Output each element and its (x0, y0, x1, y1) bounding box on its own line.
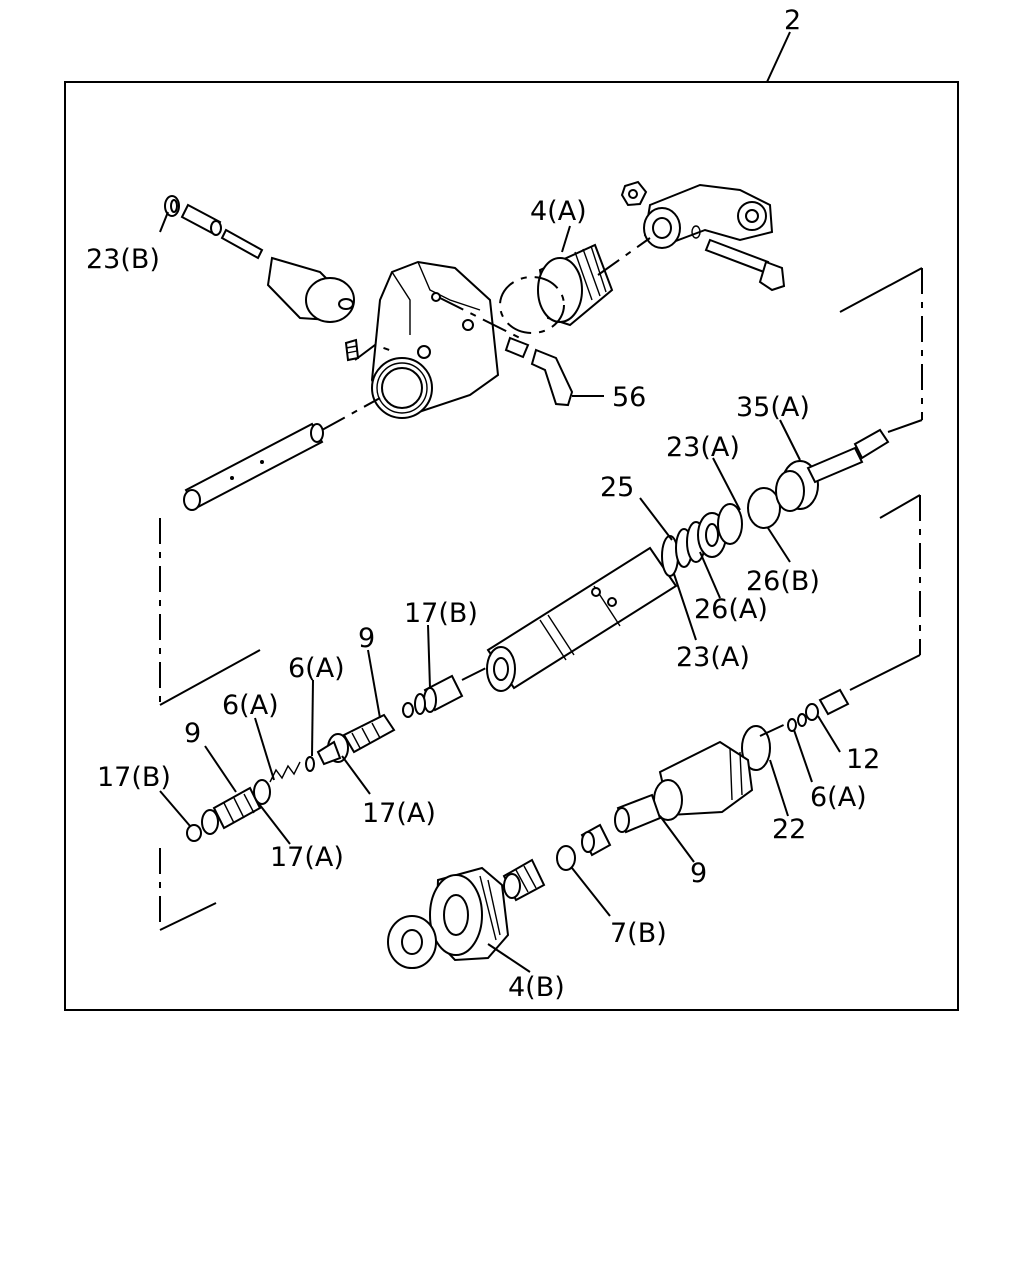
rod-centerline (321, 397, 381, 431)
label-17b-left: 17(B) (97, 762, 171, 793)
label-4b: 4(B) (508, 972, 565, 1003)
label-35a: 35(A) (736, 392, 810, 423)
label-23a-bottom: 23(A) (676, 642, 750, 673)
plug-17b-mid (414, 674, 464, 715)
spool-tube (486, 546, 678, 692)
middle-group (186, 428, 890, 842)
collar (580, 823, 612, 857)
label-25: 25 (600, 472, 634, 503)
leader-lines (159, 211, 841, 973)
upper-group (164, 180, 786, 511)
label-6a-right: 6(A) (810, 782, 867, 813)
label-6a-left: 6(A) (222, 690, 279, 721)
hose-fitting-56 (504, 336, 574, 407)
clevis-bracket (620, 180, 774, 249)
assembly-leader (766, 31, 791, 83)
piston-pack-4b (387, 866, 510, 969)
valve-body (370, 260, 500, 419)
label-23a-top: 23(A) (666, 432, 740, 463)
left-bracket-upper-link (159, 649, 261, 706)
label-6a-mid: 6(A) (288, 653, 345, 684)
assembly-frame (64, 81, 959, 1011)
ring-6a-mid (305, 756, 315, 772)
nipple-12 (805, 688, 850, 721)
label-7b: 7(B) (610, 918, 667, 949)
ring-17b-left (186, 824, 202, 842)
washer-7b (556, 845, 576, 871)
bracket-centerline (597, 237, 651, 276)
label-4a: 4(A) (530, 196, 587, 227)
seal-stack (675, 503, 743, 568)
label-26a: 26(A) (694, 594, 768, 625)
label-56: 56 (612, 382, 646, 413)
assembly-number: 2 (784, 5, 801, 36)
pin-parts (180, 203, 264, 260)
oring-26b (747, 487, 781, 529)
label-9-mid: 9 (358, 623, 375, 654)
label-17a-mid: 17(A) (362, 798, 436, 829)
label-26b: 26(B) (746, 566, 820, 597)
fitting-leader (354, 343, 396, 361)
lower-centerline (759, 721, 791, 737)
small-sleeve (502, 858, 546, 902)
leader-4a (561, 225, 571, 253)
label-22: 22 (772, 814, 806, 845)
label-9-right: 9 (690, 858, 707, 889)
label-9-left: 9 (184, 718, 201, 749)
small-fitting (344, 338, 360, 362)
right-bracket-upper-link (839, 267, 923, 433)
body-rod (439, 297, 521, 339)
label-17a-left: 17(A) (270, 842, 344, 873)
reservoir-cup-4a (499, 243, 614, 334)
left-bracket-lower-link (159, 902, 217, 931)
cylinder-housing (653, 740, 754, 821)
right-bracket-lower-link (849, 494, 921, 691)
mid-centerline (461, 667, 487, 681)
washer-6a-right-1 (797, 713, 807, 727)
washer-6a-right-2 (787, 718, 797, 732)
label-17b-mid: 17(B) (404, 598, 478, 629)
yoke-sleeve (266, 256, 355, 323)
long-rod (183, 422, 324, 511)
end-cap-35a (775, 428, 890, 512)
part-labels: 23(B) 4(A) 56 35(A) 23(A) 25 26(B) 26(A)… (86, 196, 880, 1003)
piston-17a-mid (316, 733, 349, 766)
label-23b: 23(B) (86, 244, 160, 275)
snap-ring-23b (164, 195, 180, 217)
spring-left (253, 761, 301, 805)
bolt (691, 225, 786, 292)
lower-group (387, 688, 850, 969)
piston-9-right (614, 793, 662, 834)
piston-9-left (201, 786, 262, 835)
ring-22 (741, 725, 771, 771)
piston-9-mid (342, 702, 414, 754)
label-12: 12 (846, 744, 880, 775)
